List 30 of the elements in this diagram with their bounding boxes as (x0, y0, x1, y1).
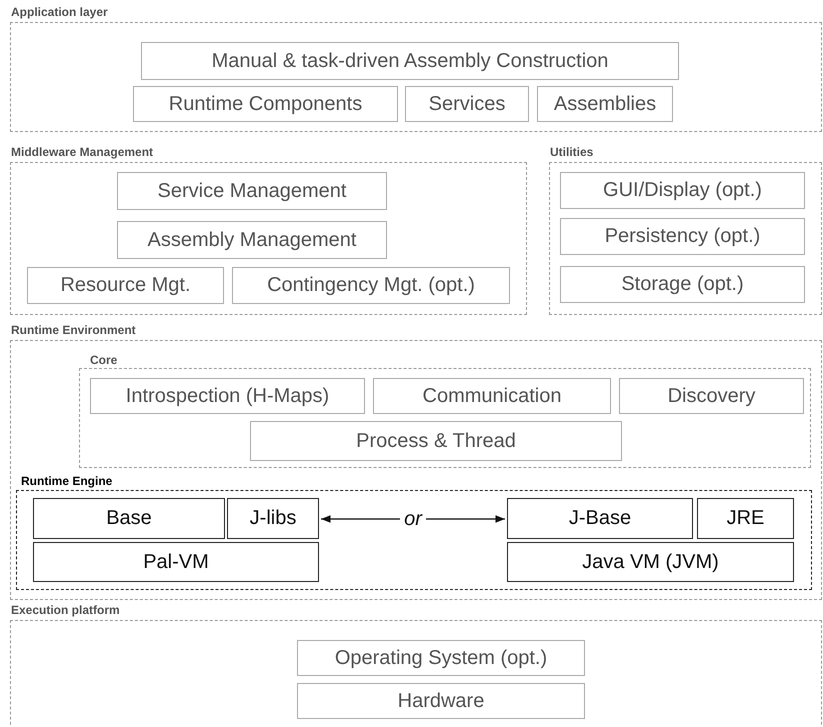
component-box: Persistency (opt.) (560, 218, 805, 255)
component-box: JRE (697, 498, 794, 539)
component-box: Resource Mgt. (27, 267, 224, 304)
component-box: Contingency Mgt. (opt.) (232, 267, 510, 304)
layer-heading: Execution platform (11, 603, 120, 617)
layer-heading: Runtime Engine (21, 474, 112, 488)
component-box: Process & Thread (250, 421, 622, 461)
component-box: Assembly Management (117, 221, 387, 259)
component-box: Discovery (619, 378, 804, 414)
component-box: Operating System (opt.) (297, 640, 585, 676)
component-box: Assemblies (537, 86, 673, 122)
component-box: J-Base (507, 498, 693, 539)
component-box: Service Management (117, 172, 387, 210)
layer-heading: Application layer (11, 5, 108, 19)
component-box: Storage (opt.) (560, 266, 805, 303)
component-box: Communication (373, 378, 611, 414)
component-box: Services (405, 86, 529, 122)
component-box: GUI/Display (opt.) (560, 172, 805, 209)
layer-heading: Runtime Environment (11, 323, 136, 337)
layer-heading: Utilities (550, 145, 594, 159)
component-box: Introspection (H-Maps) (90, 378, 365, 414)
component-box: Hardware (297, 683, 585, 719)
component-box: Java VM (JVM) (507, 542, 794, 582)
component-box: Runtime Components (133, 86, 398, 122)
component-box: Base (33, 498, 225, 539)
component-box: Manual & task-driven Assembly Construction (141, 42, 679, 80)
layer-heading: Core (90, 353, 118, 367)
component-box: J-libs (227, 498, 319, 539)
layer-heading: Middleware Management (11, 145, 154, 159)
component-box: Pal-VM (33, 542, 319, 582)
